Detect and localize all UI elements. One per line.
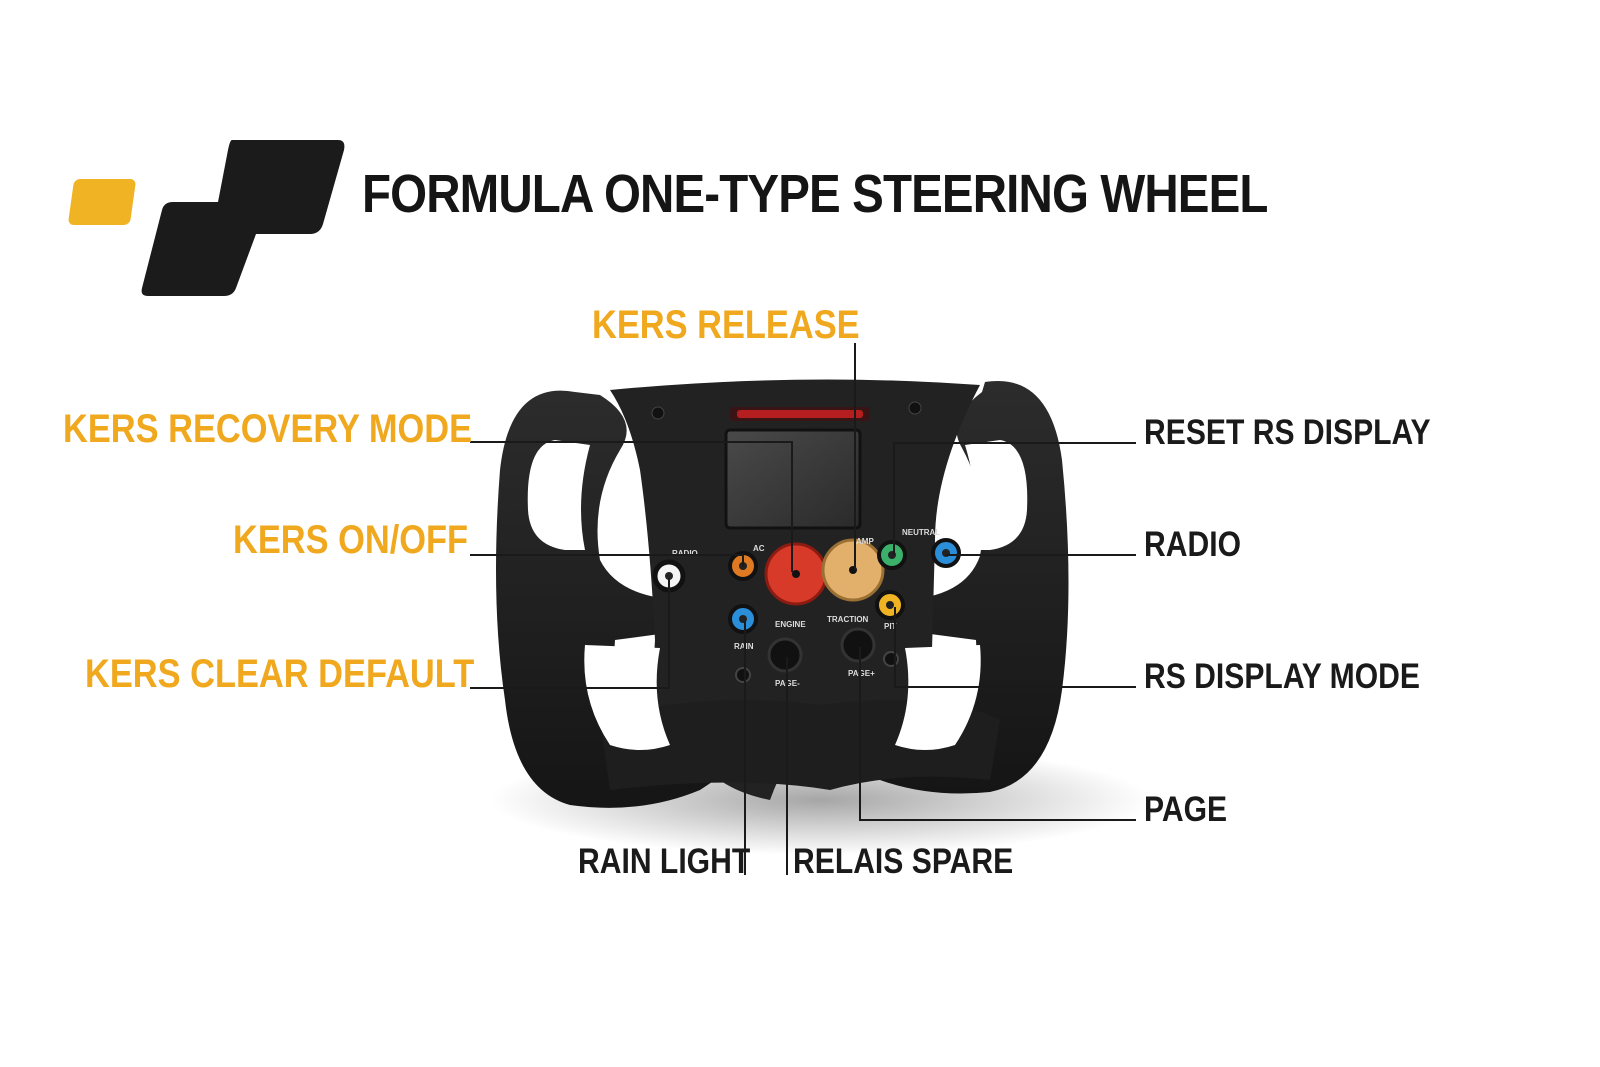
label-rs-display-mode: RS DISPLAY MODE [1144, 657, 1420, 696]
label-radio: RADIO [1144, 525, 1241, 564]
leader-reset-rs [893, 442, 1136, 555]
leader-kers-onoff [470, 554, 744, 566]
label-rain-light: RAIN LIGHT [578, 842, 751, 881]
wheel-text-radio: RADIO [672, 549, 698, 558]
small-switch [735, 667, 751, 683]
wheel-text-amp: AMP [856, 537, 874, 546]
leader-rs-display-mode [894, 607, 1136, 688]
label-kers-on-off: KERS ON/OFF [233, 518, 469, 562]
page-title: FORMULA ONE-TYPE STEERING WHEEL [362, 164, 1268, 224]
label-kers-recovery-mode: KERS RECOVERY MODE [63, 407, 473, 451]
wheel-text-neutral: NEUTRAL [902, 528, 940, 537]
page-minus-button [767, 637, 803, 673]
wheel-text-engine: ENGINE [775, 620, 806, 629]
label-page: PAGE [1144, 790, 1228, 829]
label-kers-clear-default: KERS CLEAR DEFAULT [85, 652, 475, 696]
leader-lines [470, 343, 1136, 875]
page-plus-button [840, 627, 876, 663]
screw [651, 406, 665, 420]
label-reset-rs-display: RESET RS DISPLAY [1144, 413, 1431, 452]
wheel-text-page-plus: PAGE+ [848, 669, 875, 678]
wheel-text-ac: AC [753, 544, 765, 553]
logo-black-shape [141, 140, 345, 296]
wheel-text-rain: RAIN [734, 642, 754, 651]
wheel-text-pit: PIT [884, 622, 897, 631]
label-relais-spare: RELAIS SPARE [793, 842, 1014, 881]
wheel-controls [652, 538, 961, 683]
leader-kers-clear [470, 578, 670, 689]
wheel-body [496, 379, 1069, 808]
label-kers-release: KERS RELEASE [592, 303, 860, 347]
wheel-text-traction: TRACTION [827, 615, 869, 624]
leader-kers-recovery [470, 441, 793, 572]
leader-page [859, 647, 1136, 821]
screw [908, 401, 922, 415]
shift-lights [737, 410, 863, 418]
